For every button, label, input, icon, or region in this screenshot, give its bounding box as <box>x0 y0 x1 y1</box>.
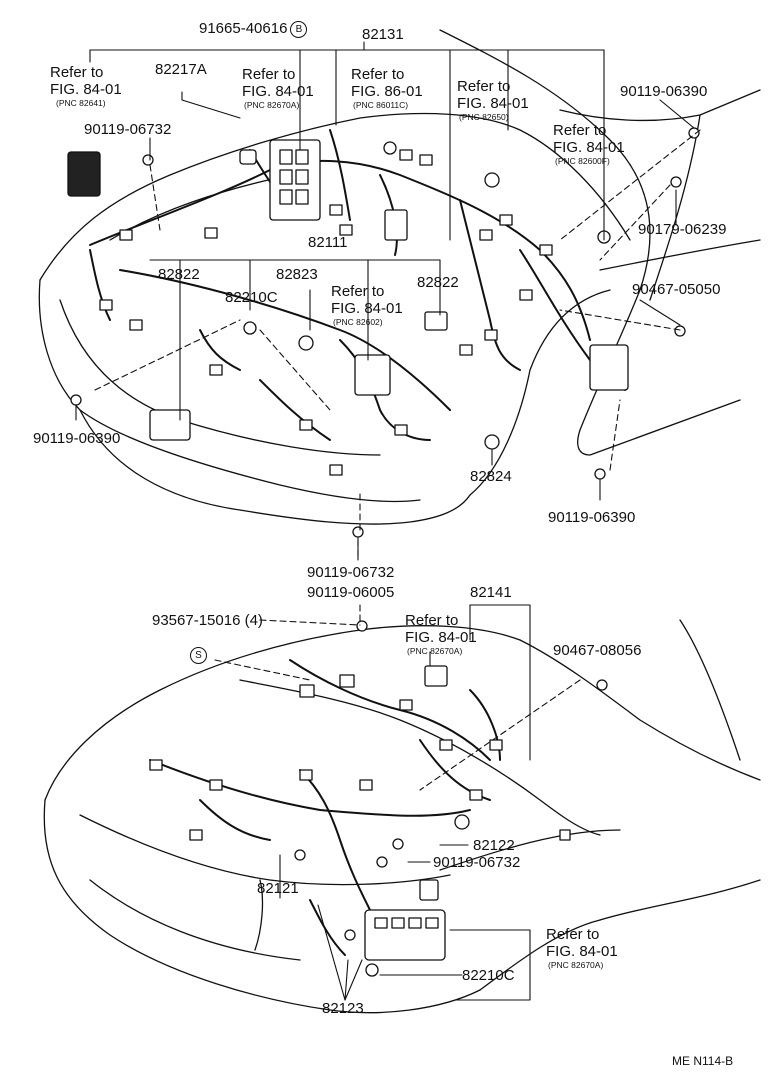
label-82823: 82823 <box>276 266 318 283</box>
refer-g-line2: FIG. 84-01 <box>405 629 477 646</box>
refer-b-line2: FIG. 84-01 <box>242 83 314 100</box>
label-82210c-top: 82210C <box>225 289 278 306</box>
label-93567-15016: 93567-15016 (4) <box>152 612 263 629</box>
refer-e-line2: FIG. 84-01 <box>553 139 625 156</box>
refer-f-line2: FIG. 84-01 <box>331 300 403 317</box>
label-90119-06732-top: 90119-06732 <box>84 121 172 138</box>
marker-b-icon: B <box>290 20 308 38</box>
refer-g-pnc: (PNC 82670A) <box>407 646 463 656</box>
label-90467-05050: 90467-05050 <box>632 281 721 298</box>
marker-s-icon: S <box>190 646 207 664</box>
refer-h-line1: Refer to <box>546 926 600 943</box>
label-82121: 82121 <box>257 880 299 897</box>
refer-c-line1: Refer to <box>351 66 405 83</box>
refer-e-line1: Refer to <box>553 122 607 139</box>
refer-h-pnc: (PNC 82670A) <box>548 960 604 970</box>
bottom-connectors <box>149 620 608 977</box>
refer-b-pnc: (PNC 82670A) <box>244 100 300 110</box>
refer-c-line2: FIG. 86-01 <box>351 83 423 100</box>
label-90119-06390-top: 90119-06390 <box>620 83 708 100</box>
refer-g-line1: Refer to <box>405 612 459 629</box>
label-90119-06005: 90119-06005 <box>307 584 395 601</box>
label-82822-right: 82822 <box>417 274 459 291</box>
refer-b-line1: Refer to <box>242 66 296 83</box>
label-90119-06390-right: 90119-06390 <box>548 509 636 526</box>
label-90179-06239: 90179-06239 <box>638 221 727 238</box>
refer-f-line1: Refer to <box>331 283 385 300</box>
label-82210c-bottom: 82210C <box>462 967 515 984</box>
refer-e-pnc: (PNC 82600F) <box>555 156 610 166</box>
label-82131: 82131 <box>362 26 404 43</box>
top-leaders <box>75 41 695 561</box>
top-connectors <box>67 127 700 538</box>
refer-d-line2: FIG. 84-01 <box>457 95 529 112</box>
refer-c-pnc: (PNC 86011C) <box>353 100 409 110</box>
label-90119-06390-left: 90119-06390 <box>33 430 121 447</box>
refer-d-pnc: (PNC 82650) <box>459 112 509 122</box>
label-82122: 82122 <box>473 837 515 854</box>
footer-code: ME N114-B <box>672 1054 734 1068</box>
bottom-dashed-leaders <box>214 539 581 791</box>
label-90119-06732-mid: 90119-06732 <box>307 564 395 581</box>
label-82217a: 82217A <box>155 61 207 78</box>
label-82141: 82141 <box>470 584 512 601</box>
label-82822-left: 82822 <box>158 266 200 283</box>
refer-a-pnc: (PNC 82641) <box>56 98 106 108</box>
label-90467-08056: 90467-08056 <box>553 642 642 659</box>
label-82111: 82111 <box>308 234 348 251</box>
part-91665-40616: 91665-40616 <box>199 20 288 37</box>
label-marker-s: S <box>190 646 207 664</box>
refer-h-line2: FIG. 84-01 <box>546 943 618 960</box>
bottom-leaders <box>279 604 531 1001</box>
refer-d-line1: Refer to <box>457 78 511 95</box>
refer-a-line1: Refer to <box>50 64 104 81</box>
top-dashed-leaders <box>94 129 701 531</box>
refer-f-pnc: (PNC 82602) <box>333 317 383 327</box>
bottom-wire-harness <box>149 659 501 956</box>
label-82123: 82123 <box>322 1000 364 1017</box>
refer-a-line2: FIG. 84-01 <box>50 81 122 98</box>
label-82824: 82824 <box>470 468 512 485</box>
label-90119-06732-bottom: 90119-06732 <box>433 854 521 871</box>
